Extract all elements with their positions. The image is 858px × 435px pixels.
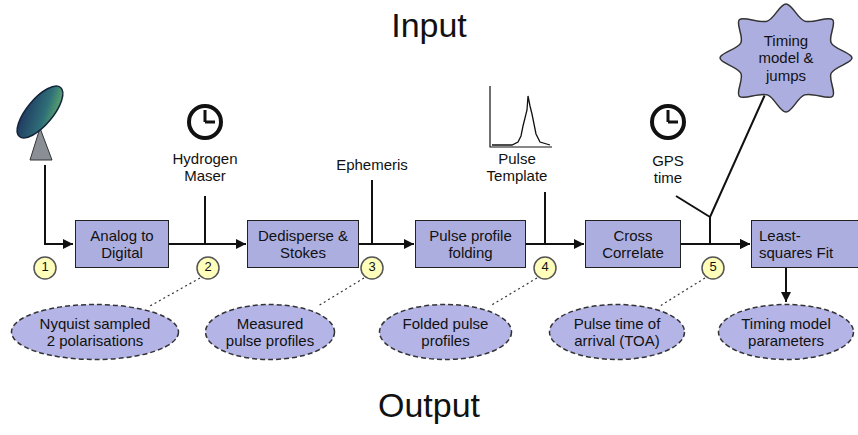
- node-text: Pulse profile folding: [420, 227, 521, 262]
- input-star: Timing model & jumps: [718, 2, 854, 114]
- node-text: Cross Correlate: [590, 227, 676, 262]
- input-wire: [545, 192, 578, 244]
- node-text: Timing model parameters: [738, 315, 835, 350]
- ellipse-shape: [380, 305, 512, 360]
- input-label: GPS time: [646, 152, 690, 187]
- text-block: Pulse time of arrival (TOA): [569, 315, 666, 350]
- input-label: Ephemeris: [327, 156, 417, 173]
- process-box: Cross Correlate: [585, 220, 681, 268]
- input-label: Hydrogen Maser: [167, 150, 243, 185]
- output-ellipse: Measured pulse profiles: [204, 303, 336, 361]
- pulse-profile-curve: [492, 96, 550, 145]
- callout-circle: [361, 257, 383, 279]
- text-block: Nyquist sampled 2 polarisations: [36, 315, 155, 350]
- node-text: Folded pulse profiles: [398, 315, 493, 350]
- callout-number: 4: [535, 260, 555, 275]
- leader-line: [490, 278, 537, 306]
- callout-circle: [34, 257, 56, 279]
- output-ellipse: Timing model parameters: [717, 303, 855, 361]
- text-block: Analog to Digital: [80, 227, 164, 262]
- callout-circle: [197, 257, 219, 279]
- text-block: Least-squares Fit: [752, 227, 852, 262]
- ellipse-shape: [719, 305, 854, 360]
- callout-circle: [534, 257, 556, 279]
- output-ellipse: Pulse time of arrival (TOA): [548, 303, 686, 361]
- plot-axes: [490, 86, 552, 147]
- flow-arrow: [169, 243, 246, 245]
- node-text: Pulse time of arrival (TOA): [569, 315, 666, 350]
- dish-reflector: [9, 79, 70, 145]
- output-ellipse: Folded pulse profiles: [378, 303, 513, 361]
- node-text: Timing model & jumps: [746, 32, 826, 84]
- process-box: Pulse profile folding: [415, 220, 526, 268]
- leader-line: [150, 278, 200, 306]
- callout-number: 3: [362, 260, 382, 275]
- node-text: Measured pulse profiles: [224, 315, 316, 350]
- process-box: Dedisperse & Stokes: [247, 220, 359, 268]
- flow-arrow: [785, 268, 787, 302]
- callout-number: 2: [198, 260, 218, 275]
- text-block: Dedisperse & Stokes: [252, 227, 354, 262]
- input-wire: [45, 165, 73, 244]
- text-block: Pulse profile folding: [420, 227, 521, 262]
- heading: Output: [329, 386, 529, 425]
- ellipse-shape: [12, 305, 179, 360]
- callout-circle: [702, 257, 724, 279]
- node-text: Nyquist sampled 2 polarisations: [36, 315, 155, 350]
- flow-arrow: [526, 243, 584, 245]
- input-label: Pulse Template: [479, 150, 555, 185]
- heading: Input: [329, 6, 529, 45]
- leader-line: [318, 278, 364, 306]
- leader-line: [660, 278, 705, 306]
- input-wire: [205, 196, 240, 244]
- callout-number: 5: [703, 260, 723, 275]
- node-text: Least-squares Fit: [759, 227, 852, 262]
- output-ellipse: Nyquist sampled 2 polarisations: [10, 303, 180, 361]
- text-block: Cross Correlate: [590, 227, 676, 262]
- node-text: Dedisperse & Stokes: [252, 227, 354, 262]
- ellipse-shape: [206, 305, 335, 360]
- node-text: Analog to Digital: [80, 227, 164, 262]
- text-block: Timing model parameters: [738, 315, 835, 350]
- process-box: Analog to Digital: [75, 220, 169, 268]
- input-wire: [676, 196, 710, 217]
- callout-number: 1: [35, 260, 55, 275]
- text-block: Timing model & jumps: [746, 32, 826, 84]
- text-block: Folded pulse profiles: [398, 315, 493, 350]
- clock-icon: [189, 106, 221, 138]
- process-box: Least-squares Fit: [751, 220, 858, 268]
- ellipse-shape: [550, 305, 685, 360]
- input-wire: [372, 180, 408, 244]
- text-block: Measured pulse profiles: [224, 315, 316, 350]
- clock-icon: [652, 106, 684, 138]
- flow-arrow: [359, 243, 414, 245]
- star-shape: [720, 4, 852, 112]
